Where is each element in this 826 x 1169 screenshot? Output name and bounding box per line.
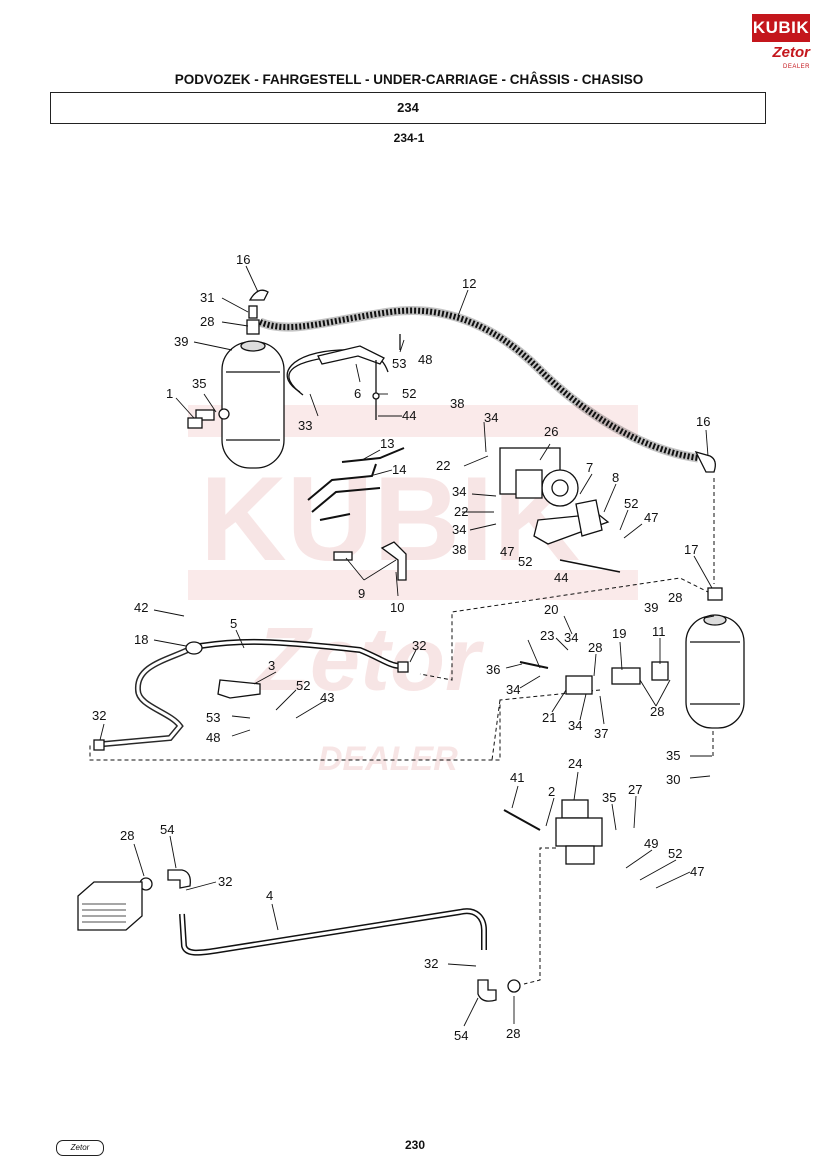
callout-48-upper: 48 <box>418 352 432 367</box>
callout-19: 19 <box>612 626 626 641</box>
air-tank-upper <box>221 340 285 469</box>
callout-44-upper: 44 <box>402 408 416 423</box>
callout-41: 41 <box>510 770 524 785</box>
callout-13: 13 <box>380 436 394 451</box>
callout-49: 49 <box>644 836 658 851</box>
callout-31: 31 <box>200 290 214 305</box>
callout-52-e: 52 <box>668 846 682 861</box>
watermark-partner: Zetor <box>252 610 485 710</box>
callout-44-lower: 44 <box>554 570 568 585</box>
callout-28-f: 28 <box>506 1026 520 1041</box>
callout-3: 3 <box>268 658 275 673</box>
callout-34-e: 34 <box>506 682 520 697</box>
callout-32-c: 32 <box>218 874 232 889</box>
callout-28-upper: 28 <box>200 314 214 329</box>
air-dryer-valve <box>499 447 579 507</box>
compressor-block <box>77 881 143 931</box>
callout-14: 14 <box>392 462 406 477</box>
callout-36: 36 <box>486 662 500 677</box>
callout-12: 12 <box>462 276 476 291</box>
logo-partner: Zetor <box>772 44 811 61</box>
callout-53-lower: 53 <box>206 710 220 725</box>
callout-18: 18 <box>134 632 148 647</box>
callout-52-b: 52 <box>518 554 532 569</box>
callout-34-a: 34 <box>484 410 498 425</box>
callout-6: 6 <box>354 386 361 401</box>
callout-11: 11 <box>652 624 666 639</box>
page-number: 230 <box>404 1138 426 1152</box>
callout-16-upper: 16 <box>236 252 250 267</box>
callout-33: 33 <box>298 418 312 433</box>
callout-35-lower: 35 <box>602 790 616 805</box>
tank-upper-fittings <box>187 289 269 429</box>
callout-38-upper: 38 <box>450 396 464 411</box>
callout-34-b: 34 <box>452 484 466 499</box>
callout-48-lower: 48 <box>206 730 220 745</box>
callout-23: 23 <box>540 628 554 643</box>
callout-28-d: 28 <box>650 704 664 719</box>
logo-tagline: DEALER <box>782 64 810 70</box>
callout-4: 4 <box>266 888 273 903</box>
callout-9: 9 <box>358 586 365 601</box>
callout-2: 2 <box>548 784 555 799</box>
callout-labels: 16 31 28 39 1 35 12 53 48 6 52 44 33 13 … <box>92 252 710 1043</box>
callout-17: 17 <box>684 542 698 557</box>
callout-42: 42 <box>134 600 148 615</box>
callout-22-a: 22 <box>436 458 450 473</box>
callout-47-a: 47 <box>500 544 514 559</box>
callout-52-c: 52 <box>624 496 638 511</box>
callout-39-upper: 39 <box>174 334 188 349</box>
brake-valve <box>555 799 603 865</box>
callout-8: 8 <box>612 470 619 485</box>
callout-28-b: 28 <box>668 590 682 605</box>
callout-5: 5 <box>230 616 237 631</box>
callout-34-d: 34 <box>564 630 578 645</box>
callout-10: 10 <box>390 600 404 615</box>
callout-35-right: 35 <box>666 748 680 763</box>
callout-47-c: 47 <box>690 864 704 879</box>
page-title: PODVOZEK - FAHRGESTELL - UNDER-CARRIAGE … <box>174 72 644 87</box>
callout-30: 30 <box>666 772 680 787</box>
callout-39-lower: 39 <box>644 600 658 615</box>
callout-1: 1 <box>166 386 173 401</box>
callout-22-b: 22 <box>454 504 468 519</box>
callout-16-right: 16 <box>696 414 710 429</box>
callout-35-upper: 35 <box>192 376 206 391</box>
footer-zetor-logo: Zetor <box>56 1140 104 1156</box>
callout-47-b: 47 <box>644 510 658 525</box>
pipe-5 <box>103 643 198 747</box>
callout-37: 37 <box>594 726 608 741</box>
watermark-tagline: DEALER <box>318 740 458 778</box>
callout-21: 21 <box>542 710 556 725</box>
callout-43: 43 <box>320 690 334 705</box>
callout-32-b: 32 <box>92 708 106 723</box>
callout-26: 26 <box>544 424 558 439</box>
callout-27: 27 <box>628 782 642 797</box>
callout-38-lower: 38 <box>452 542 466 557</box>
air-tank-lower <box>685 614 745 729</box>
callout-32-a: 32 <box>412 638 426 653</box>
section-number-box: 234 <box>50 92 766 124</box>
callout-7: 7 <box>586 460 593 475</box>
callout-53-upper: 53 <box>392 356 406 371</box>
kubik-zetor-logo: KUBIK Zetor DEALER <box>752 14 810 74</box>
callout-54-lower: 54 <box>454 1028 468 1043</box>
callout-54-upper: 54 <box>160 822 174 837</box>
callout-20: 20 <box>544 602 558 617</box>
callout-34-c: 34 <box>452 522 466 537</box>
callout-32-d: 32 <box>424 956 438 971</box>
callout-34-f: 34 <box>568 718 582 733</box>
callout-52-d: 52 <box>296 678 310 693</box>
logo-brand: KUBIK <box>752 14 810 42</box>
callout-52-upper: 52 <box>402 386 416 401</box>
callout-28-e: 28 <box>120 828 134 843</box>
diagram-code: 234-1 <box>393 131 425 145</box>
callout-24: 24 <box>568 756 582 771</box>
callout-28-c: 28 <box>588 640 602 655</box>
